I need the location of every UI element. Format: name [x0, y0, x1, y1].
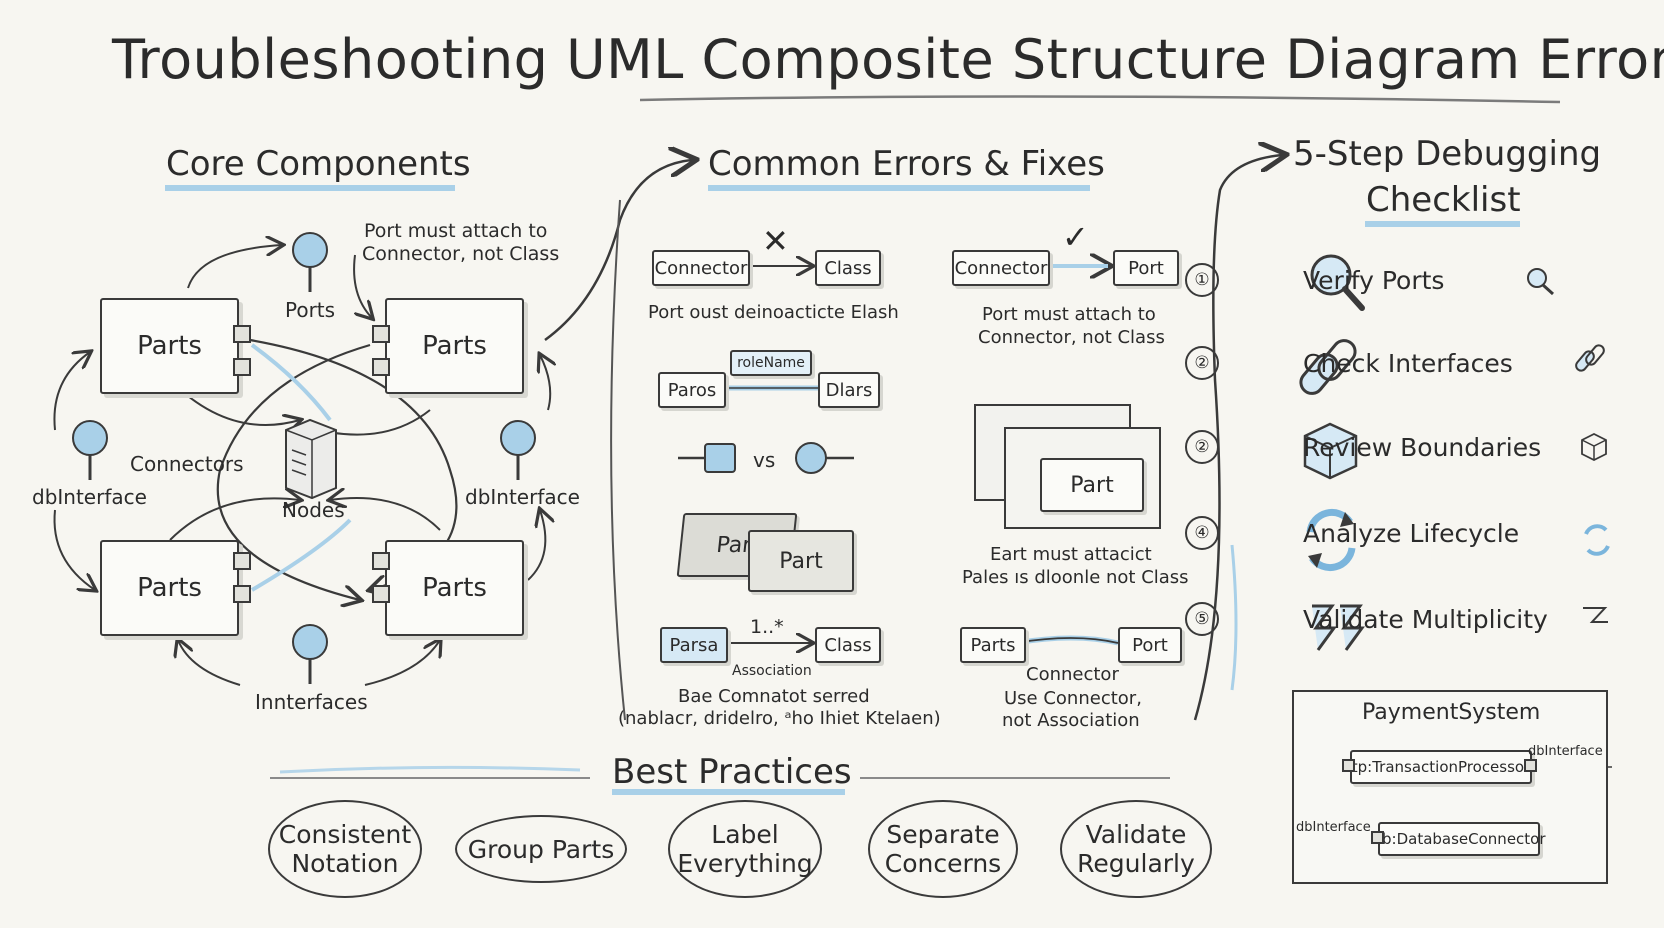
port-square: [233, 358, 251, 376]
port-square: [372, 325, 390, 343]
checklist-item: ② Check Interfaces: [1185, 338, 1523, 388]
multiplicity-label: 1..*: [750, 616, 784, 638]
multiplicity-icon: [1312, 604, 1608, 651]
step-label: Validate Multiplicity: [1303, 604, 1548, 634]
connector-box: Connector: [652, 250, 750, 286]
page-title: Troubleshooting UML Composite Structure …: [112, 28, 1664, 91]
port-square: [233, 552, 251, 570]
port-square: [233, 585, 251, 603]
link-icon: [1299, 339, 1605, 395]
port-pin-icon: [292, 232, 328, 292]
cube-icon: [1303, 422, 1607, 480]
overlapping-part-front: Part: [748, 530, 854, 592]
step-label: Review Boundaries: [1303, 432, 1542, 462]
nested-part-box: Part: [1040, 458, 1144, 512]
part-box: Parts: [100, 540, 239, 636]
interfaces-label: Innterfaces: [255, 690, 368, 714]
port-square: [372, 585, 390, 603]
step-number: ②: [1185, 346, 1219, 380]
payment-system-title: PaymentSystem: [1362, 700, 1541, 725]
check-mark-icon: ✓: [1062, 218, 1089, 256]
fix5-caption-line1: Use Connector,: [1004, 688, 1142, 709]
core-heading: Core Components: [166, 144, 471, 184]
circle-port-icon: [795, 442, 827, 474]
port-square: [233, 325, 251, 343]
error-x-icon: ✕: [762, 222, 789, 260]
server-node-icon: [285, 418, 337, 500]
fix4-caption-line1: Eart must attacict: [990, 544, 1152, 565]
part-box: Parts: [385, 298, 524, 394]
port-box: Port: [1118, 627, 1182, 663]
fix4-caption-line2: Pales ıs dloonle not Class: [962, 567, 1189, 588]
payment-dbinterface-left: dbInterface: [1296, 820, 1371, 835]
nodes-label: Nodes: [282, 498, 345, 522]
class-box: Dlars: [818, 372, 880, 408]
checklist-item: ② Review Boundaries: [1185, 422, 1551, 472]
port-square: [372, 358, 390, 376]
dbinterface-label-right: dbInterface: [465, 485, 580, 509]
parts-box: Parts: [960, 627, 1026, 663]
port-square: [1371, 831, 1384, 844]
port-note-line2: Connector, not Class: [362, 243, 560, 265]
association-label: Association: [732, 663, 812, 679]
checklist-heading-line2: Checklist: [1366, 180, 1521, 220]
step-number: ④: [1185, 516, 1219, 550]
interface-pin-icon: [500, 420, 536, 480]
ports-label: Ports: [285, 298, 336, 322]
step-label: Analyze Lifecycle: [1303, 518, 1520, 548]
interface-pin-icon: [292, 624, 328, 684]
step-number: ⑤: [1185, 602, 1219, 636]
parts-box: Parsa: [660, 627, 728, 663]
port-square: [372, 552, 390, 570]
payment-dbinterface-right: dbInterface: [1528, 744, 1603, 759]
checklist-item: ⑤ Validate Multiplicity: [1185, 594, 1558, 644]
dbinterface-label-left: dbInterface: [32, 485, 147, 509]
cycle-icon: [1306, 509, 1610, 571]
database-connector-box: db:DatabaseConnector: [1372, 822, 1546, 856]
checklist-item: ① Verify Ports: [1185, 255, 1454, 305]
arrow-to-errors: [544, 160, 692, 342]
title-underline: [639, 95, 1561, 104]
transaction-processor-box: tp:TransactionProcessor: [1350, 750, 1532, 784]
step-label: Verify Ports: [1303, 265, 1445, 295]
fix1-caption-line2: Connector, not Class: [978, 327, 1165, 348]
port-square: [1342, 759, 1355, 772]
checklist-item: ④ Analyze Lifecycle: [1185, 508, 1529, 558]
magnifier-icon: [1310, 254, 1555, 311]
step-number: ②: [1185, 430, 1219, 464]
connectors-label: Connectors: [130, 452, 244, 476]
fix5-caption-line2: not Association: [1002, 710, 1140, 731]
best-practice-pill: Group Parts: [455, 815, 627, 883]
fix1-caption-line1: Port must attach to: [982, 304, 1156, 325]
class-box: Class: [815, 250, 881, 286]
connector-label: Connector: [1026, 664, 1119, 685]
port-square: [1524, 759, 1537, 772]
vs-label: vs: [753, 448, 776, 472]
class-box: Class: [815, 627, 881, 663]
connector-box: Connector: [952, 250, 1050, 286]
step-number: ①: [1185, 263, 1219, 297]
part-box: Parts: [385, 540, 524, 636]
role-name-box: roleName: [730, 350, 812, 376]
port-note-line1: Port must attach to: [364, 220, 548, 242]
error1-caption: Port oust deinoacticte Elash: [648, 302, 899, 323]
port-box: Port: [1113, 250, 1179, 286]
parts-box: Paros: [658, 372, 726, 408]
error5-caption-line1: Bae Comnatot serred: [678, 686, 870, 707]
errors-heading: Common Errors & Fixes: [708, 144, 1105, 184]
error5-caption-line2: (nablacr, dridelro, ᵃho Ihiet Ktelaen): [618, 708, 941, 729]
step-label: Check Interfaces: [1303, 348, 1513, 378]
part-box: Parts: [100, 298, 239, 394]
best-practices-heading: Best Practices: [612, 752, 852, 792]
interface-pin-icon: [72, 420, 108, 480]
checklist-heading-line1: 5-Step Debugging: [1293, 134, 1602, 174]
